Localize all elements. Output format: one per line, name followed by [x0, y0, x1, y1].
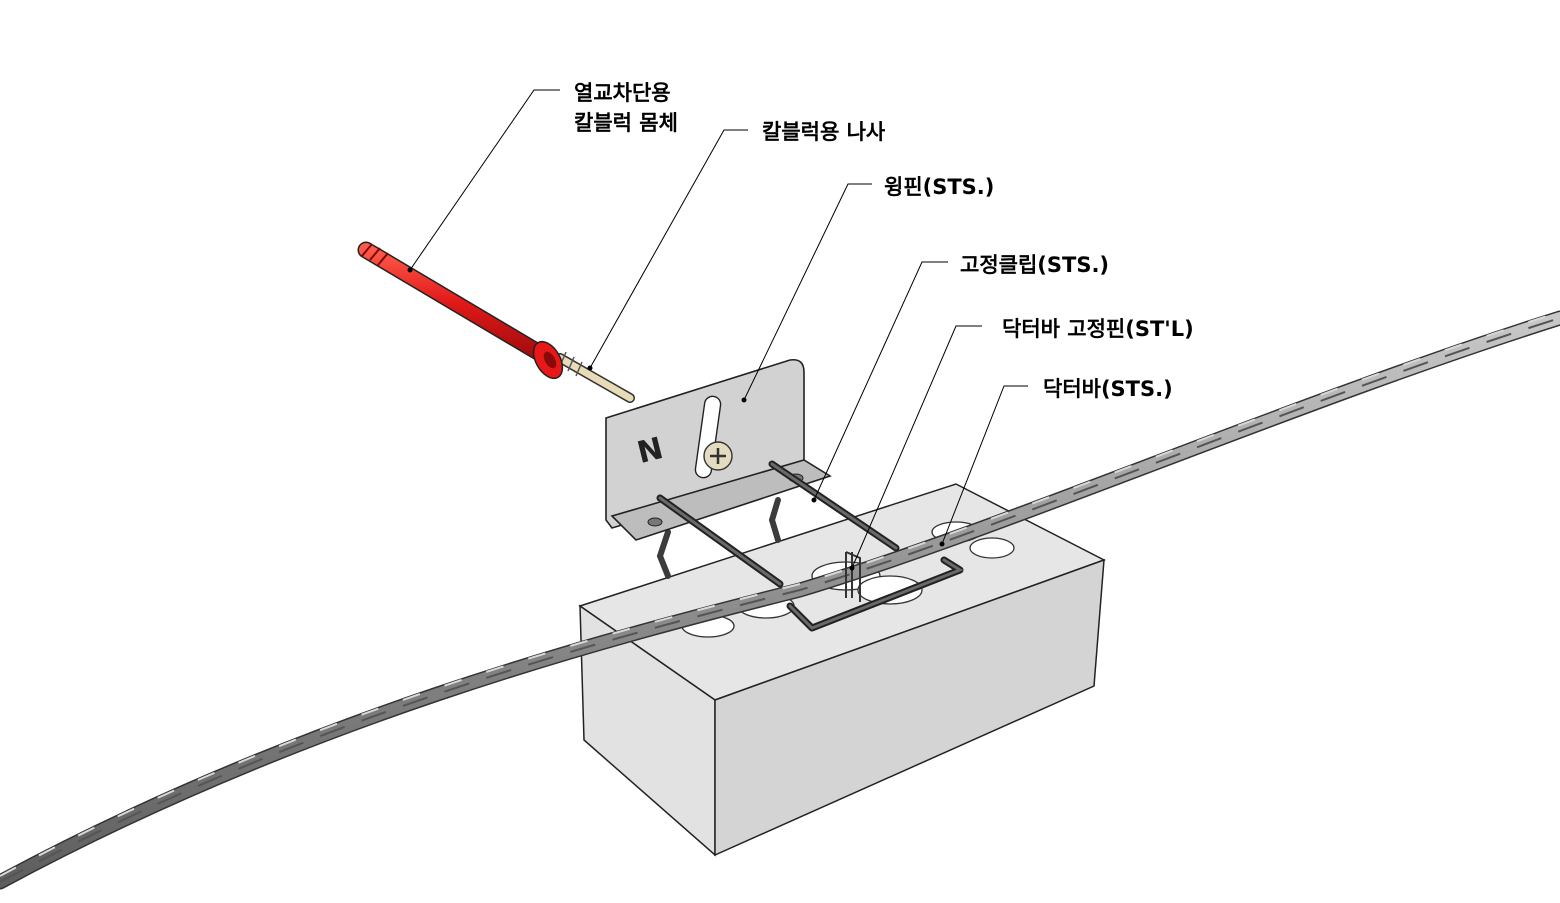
leader-doctor-bar-pin — [851, 325, 982, 569]
leader-lines — [409, 89, 1028, 569]
concrete-block — [578, 483, 1106, 857]
twisted-wire — [0, 310, 1560, 890]
label-insulator-body: 열교차단용 칼블럭 몸체 — [574, 78, 678, 138]
leader-dots — [407, 267, 945, 571]
label-insulator-body-line-2: 칼블럭 몸체 — [574, 111, 678, 135]
label-insulator-body-line-1: 열교차단용 — [574, 81, 671, 105]
leader-screw — [589, 129, 748, 369]
leader-insulator-body — [409, 89, 560, 271]
label-screw: 칼블럭용 나사 — [762, 120, 886, 144]
label-wing-pin: 윙핀(STS.) — [884, 175, 995, 199]
label-fixing-clip: 고정클립(STS.) — [960, 253, 1110, 277]
leader-wing-pin — [743, 183, 872, 401]
leader-fixing-clip — [813, 261, 948, 501]
fixing-clip-highlight — [658, 462, 964, 630]
bracket-base-plate — [610, 459, 832, 541]
phillips-cross-icon — [710, 448, 726, 464]
label-doctor-bar: 닥터바(STS.) — [1043, 377, 1173, 401]
doctor-bar-pin — [845, 551, 861, 602]
wire-twist-strand — [0, 317, 1560, 883]
wing-pin-legs — [656, 497, 781, 579]
anchor-ribs — [361, 243, 389, 266]
bracket-hole-left — [647, 517, 663, 527]
bracket: N — [605, 358, 832, 541]
anchor-body — [357, 241, 564, 380]
label-doctor-bar-pin: 닥터바 고정핀(ST'L) — [1002, 317, 1194, 341]
leader-doctor-bar — [941, 385, 1028, 545]
block-side-face — [714, 558, 1105, 857]
bracket-slot — [694, 395, 722, 479]
